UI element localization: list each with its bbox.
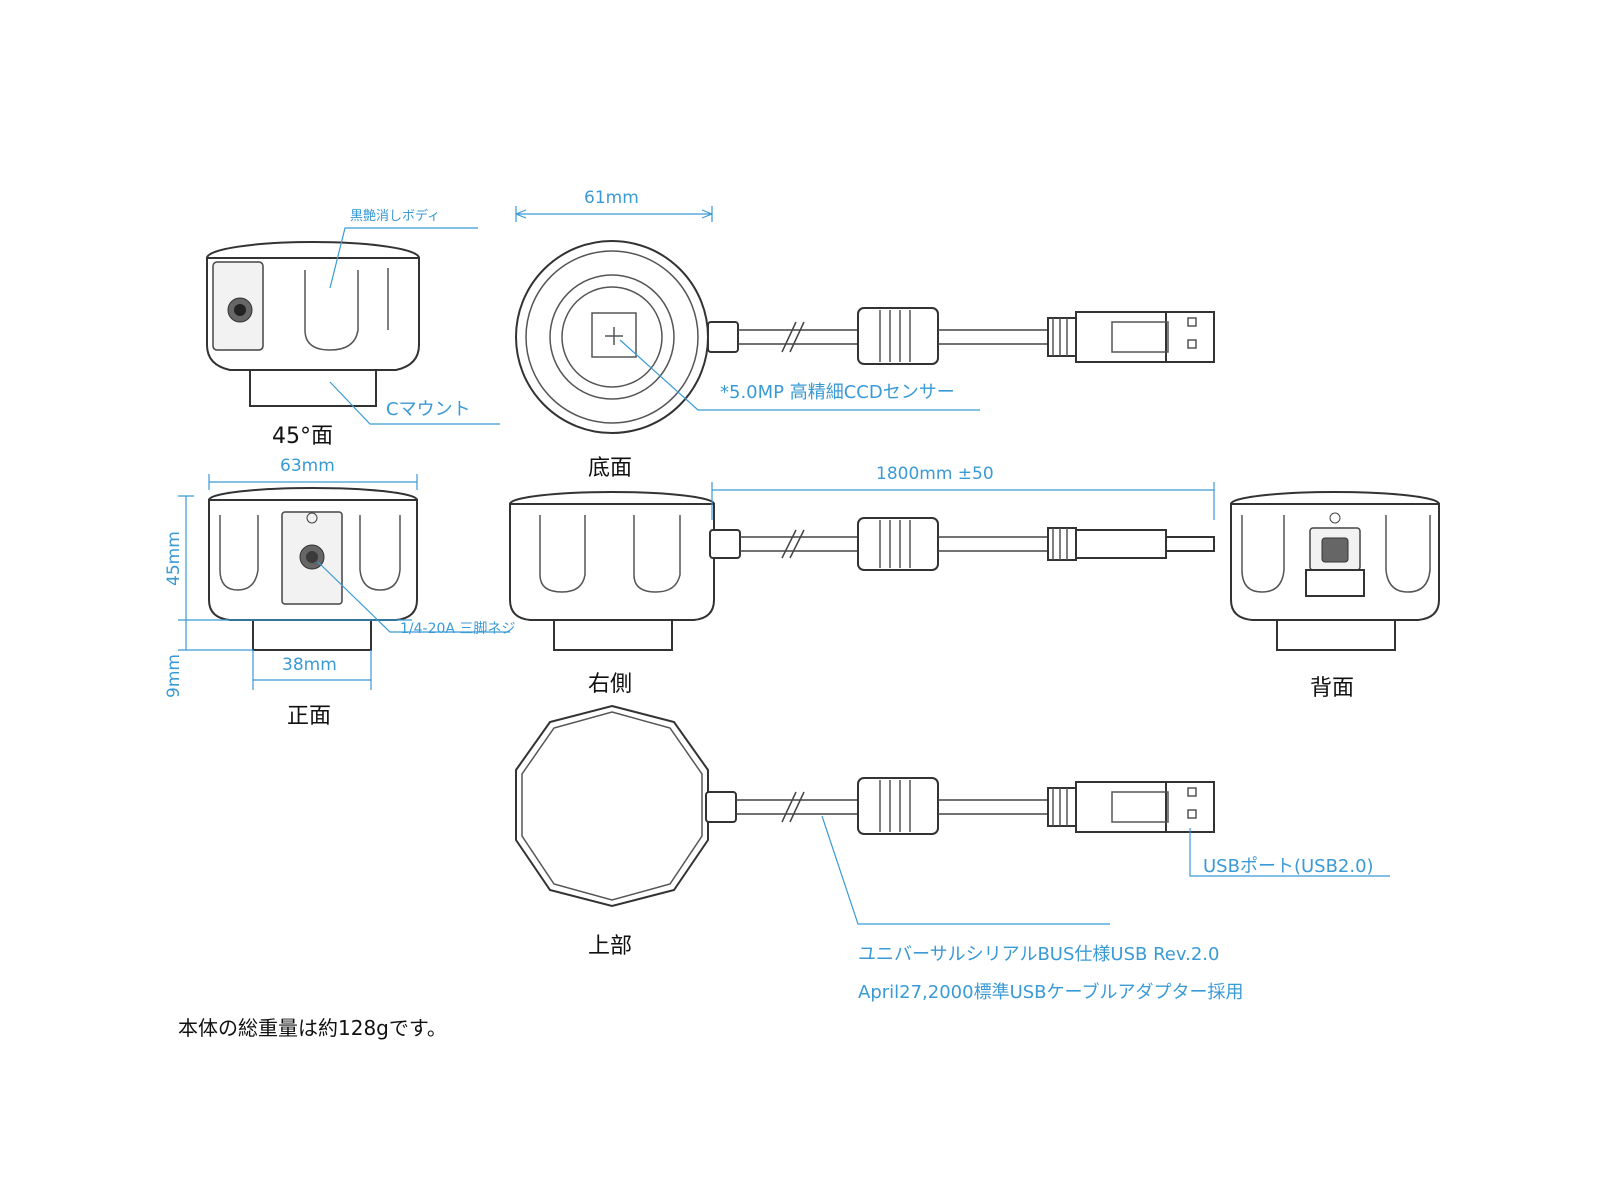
view-front	[208, 487, 418, 651]
callout-tripod: 1/4-20A 三脚ネジ	[400, 621, 516, 637]
dim-9mm-line	[178, 620, 253, 651]
dim-cable-length-line	[711, 482, 1215, 520]
view-label-45: 45°面	[272, 424, 333, 449]
view-bottom	[515, 240, 709, 434]
cable-right	[709, 517, 1215, 571]
callout-body-finish: 黒艶消しボディ	[350, 209, 441, 224]
dim-cable-length: 1800mm ±50	[876, 464, 994, 484]
dim-63mm-line	[208, 474, 418, 490]
dim-38mm: 38mm	[282, 655, 337, 675]
usb-port-leader	[1189, 828, 1390, 877]
cable-top	[705, 777, 1215, 835]
callout-usb-port: USBポート(USB2.0)	[1203, 856, 1374, 877]
view-back	[1230, 491, 1440, 651]
dim-63mm: 63mm	[280, 456, 335, 476]
weight-note: 本体の総重量は約128gです。	[178, 1016, 447, 1040]
view-45-degree	[206, 241, 420, 407]
usb-spec-leader	[821, 815, 1110, 925]
callout-usb-spec-2: April27,2000標準USBケーブルアダプター採用	[858, 982, 1244, 1003]
dim-45mm: 45mm	[164, 531, 184, 586]
callout-usb-spec-1: ユニバーサルシリアルBUS仕様USB Rev.2.0	[858, 944, 1220, 965]
view-right	[509, 491, 715, 651]
dim-9mm: 9mm	[164, 654, 184, 698]
view-label-bottom: 底面	[588, 456, 633, 481]
view-label-top: 上部	[588, 934, 633, 959]
callout-sensor: *5.0MP 高精細CCDセンサー	[720, 382, 955, 403]
view-label-right: 右側	[588, 672, 633, 697]
dim-38mm-line	[252, 650, 372, 690]
view-top	[515, 704, 709, 908]
dim-61mm-line	[515, 206, 713, 222]
view-label-back: 背面	[1310, 676, 1355, 701]
tripod-leader	[317, 561, 510, 633]
dim-45mm-line	[178, 495, 412, 621]
callout-c-mount: Cマウント	[386, 399, 471, 420]
cable-bottom	[707, 307, 1215, 365]
view-label-front: 正面	[287, 704, 332, 729]
sensor-leader	[619, 339, 980, 411]
c-mount-leader	[329, 381, 500, 425]
body-finish-leader	[329, 227, 478, 289]
dim-61mm: 61mm	[584, 188, 639, 208]
